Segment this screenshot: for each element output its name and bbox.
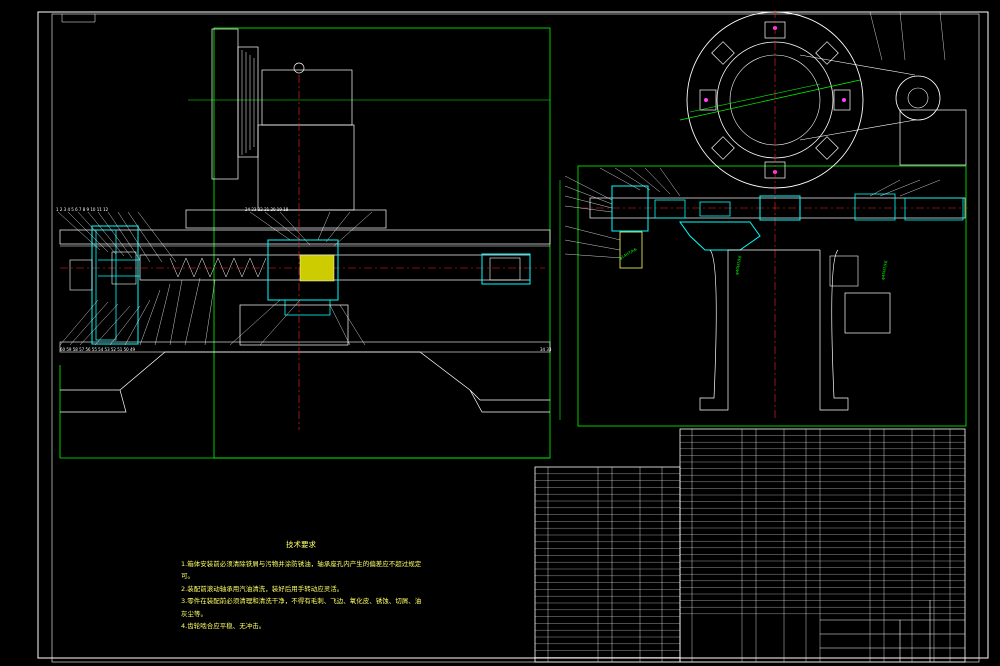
tech-line-1: 1.箱体安装前必须清除铁屑与污物并涂防锈油，轴承座孔内产生的偏差应不超过规定尺寸…	[181, 559, 421, 568]
technical-requirements-title: 技术要求	[286, 540, 316, 549]
svg-text:60 59 58 57 56 55 54 53 52 51: 60 59 58 57 56 55 54 53 52 51 50 49	[60, 347, 136, 352]
tech-line-3: 2.装配前滚动轴承用汽油清洗，装好后用手转动应灵活。	[181, 584, 344, 593]
right-assembly-view: φ14H7/h6 φ40H7/k6 φ45H7/k6	[559, 10, 968, 427]
svg-text:24 23 22 21 20 19 18: 24 23 22 21 20 19 18	[245, 207, 289, 212]
svg-text:1 2 3 4 5 6 7 8 9 10 11 12: 1 2 3 4 5 6 7 8 9 10 11 12	[56, 207, 109, 212]
tech-line-5: 灰尘等。	[181, 609, 207, 618]
left-assembly-view: 1 2 3 4 5 6 7 8 9 10 11 12 60 59 58 57 5…	[56, 27, 552, 459]
svg-text:φ14H7/h6: φ14H7/h6	[618, 246, 638, 260]
bill-of-materials-table	[534, 428, 966, 663]
tech-line-4: 3.零件在装配前必须清理和清洗干净，不得有毛刺、飞边、氧化皮、锈蚀、切屑、油污、…	[181, 597, 421, 605]
svg-text:φ45H7/k6: φ45H7/k6	[880, 260, 888, 281]
outer-frame	[37, 11, 989, 659]
svg-text:34 33: 34 33	[540, 347, 552, 352]
inner-frame	[51, 13, 980, 663]
svg-text:φ40H7/k6: φ40H7/k6	[734, 255, 742, 276]
technical-requirements: 技术要求 1.箱体安装前必须清除铁屑与污物并涂防锈油，轴承座孔内产生的偏差应不超…	[181, 539, 421, 633]
tech-line-6: 4.齿轮啮合应平稳、无冲击。	[181, 622, 266, 630]
tech-line-2: 可。	[181, 572, 194, 580]
